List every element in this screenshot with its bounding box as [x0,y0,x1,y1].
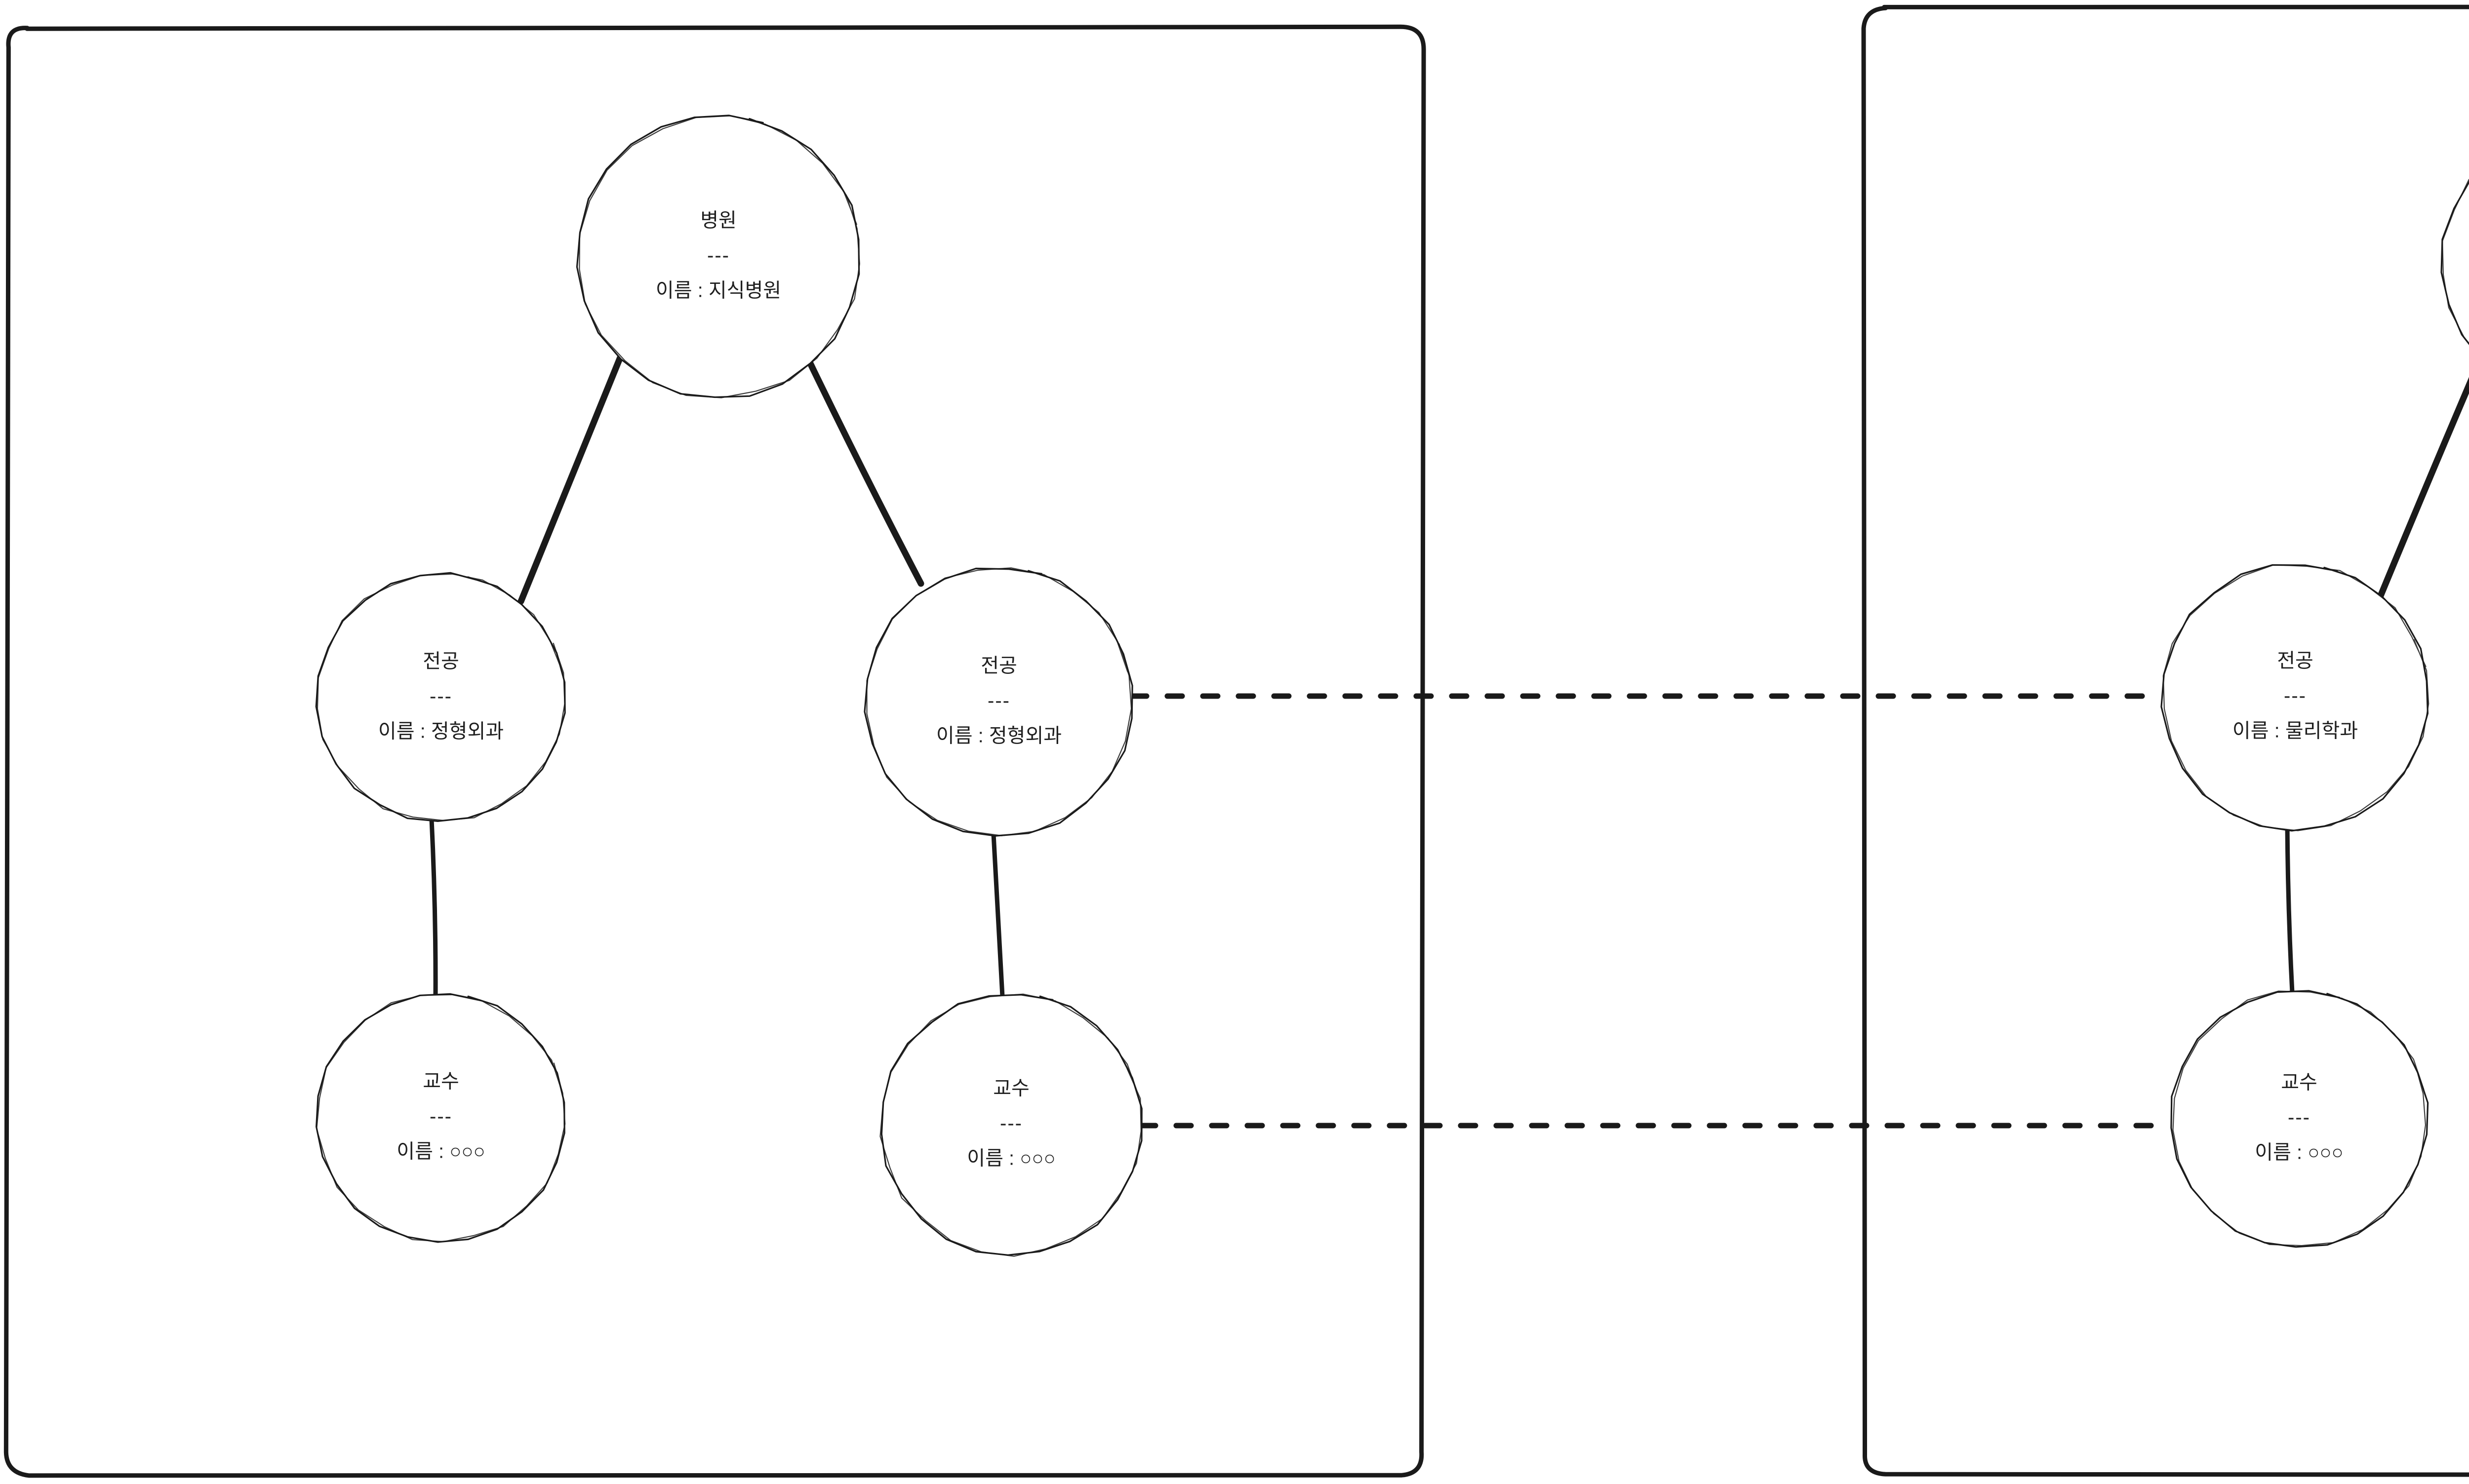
edge-hospital-major-left-prof [429,817,438,999]
node-circle-sketch-hospital-major-left [317,573,565,821]
node-attribute-label-hospital-major-right-2: 이름 : 정형외과 [936,725,1062,747]
node-type-label-university-professor-left: 교수 [2281,1072,2317,1093]
edge-hospital-root-major-right [805,357,924,587]
node-separator-hospital-major-right: --- [988,690,1010,712]
node-circle-sketch-university-professor-left [2172,990,2427,1247]
node-attribute-label-hospital-professor-right-2: 이름 : ○○○ [967,1148,1055,1170]
node-hospital-professor-right[interactable]: 교수 --- 이름 : ○○○ [879,993,1143,1257]
node-attribute-label-university-major-left-2: 이름 : 물리학과 [2232,720,2358,742]
node-hospital-major-right[interactable]: 전공 --- 이름 : 정형외과 [864,567,1133,837]
node-separator-hospital-major-left: --- [430,686,452,707]
node-type-label-hospital-root: 병원 [700,210,737,232]
node-type-label-university-major-left: 전공 [2277,650,2313,672]
node-attribute-label-hospital-professor-left-2: 이름 : ○○○ [397,1141,485,1163]
hospital-container [3,24,1426,1478]
node-hospital-professor-left[interactable]: 교수 --- 이름 : ○○○ [315,993,566,1243]
node-university-major-left[interactable]: 전공 --- 이름 : 물리학과 [2160,564,2429,832]
node-hospital-major-left[interactable]: 전공 --- 이름 : 정형외과 [315,572,566,822]
edge-university-root-major-left [2376,377,2469,603]
node-type-label-hospital-professor-right: 교수 [993,1078,1030,1099]
node-university-root[interactable]: 대학교---이름 : 지식대학 [2440,128,2469,397]
edge-layer [429,354,2469,1129]
node-circle-sketch-university-root [2442,179,2469,345]
node-separator-hospital-root: --- [707,245,730,267]
node-circle-sketch-hospital-root [579,115,860,398]
node-attribute-label-university-professor-left-2: 이름 : ○○○ [2255,1142,2343,1164]
node-attribute-label-hospital-root-2: 이름 : 지식병원 [656,280,781,302]
node-separator-university-major-left: --- [2284,685,2307,707]
university-container [1861,4,2469,1477]
node-hospital-root[interactable]: 병원 --- 이름 : 지식병원 [576,115,860,398]
node-type-label-hospital-professor-left: 교수 [423,1071,459,1093]
node-separator-hospital-professor-left: --- [430,1106,452,1128]
container-layer [3,4,2469,1478]
node-university-professor-left[interactable]: 교수 --- 이름 : ○○○ [2170,990,2429,1248]
node-separator-hospital-professor-right: --- [1000,1113,1023,1134]
edge-university-major-left-prof [2285,822,2295,995]
node-attribute-label-hospital-major-left-2: 이름 : 정형외과 [378,721,504,742]
node-circle-sketch-hospital-major-right [866,567,1132,836]
node-circle-sketch-university-major-left [2162,564,2429,831]
hospital-domain-frame [3,24,1426,1478]
node-type-label-hospital-major-right: 전공 [981,655,1017,677]
edge-hospital-major-right-prof [991,832,1005,999]
node-circle-sketch-hospital-professor-left [316,994,566,1243]
node-circle-sketch-hospital-professor-right [879,993,1142,1257]
node-separator-university-professor-left: --- [2288,1107,2310,1129]
node-circle-university-root [2440,180,2469,345]
node-type-label-hospital-major-left: 전공 [423,651,459,672]
edge-hospital-root-major-left [518,354,624,605]
university-domain-frame [1861,4,2469,1477]
